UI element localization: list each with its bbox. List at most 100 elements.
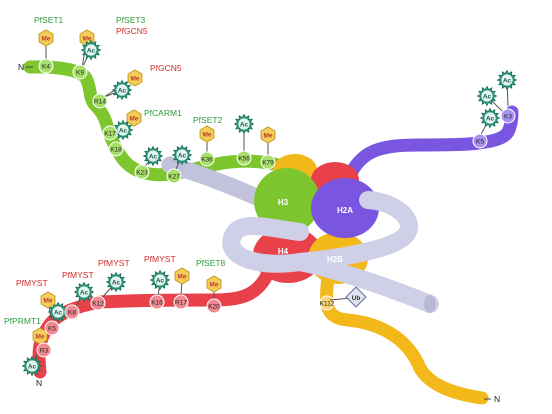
modification-marks: MeK4MeAcK9MeAcR14MeAcK17K18AcK23AcK27MeK… [21,29,518,377]
residue-label-h4-r17: R17 [175,299,187,306]
h3-r14-me-label: Me [130,75,139,82]
h3-r14-ac-label: Ac [118,87,127,94]
residue-h4-k8 [64,304,80,320]
h4-r17-me-marker [174,267,190,285]
h3-k36-me-marker [199,125,215,143]
h4-k5-me-marker [40,291,56,309]
enzyme-pfset1: PfSET1 [34,15,64,25]
h2a-k3-ac1-label: Ac [483,93,492,100]
h4-k16-ac-label: Ac [156,277,165,284]
h3-n-terminus: N [18,62,24,72]
residue-label-h3-k9: K9 [76,69,84,76]
h4-k12-ac-label: Ac [112,279,121,286]
h2a-core-blob [311,178,379,238]
enzyme-pfmyst-2: PfMYST [62,270,94,280]
residue-h3-k23 [134,164,150,180]
residue-label-h4-r3: R3 [40,347,49,354]
residue-h3-k9 [72,64,88,80]
h3-k79-me-label: Me [263,132,272,139]
residue-label-h3-k17: K17 [104,130,116,137]
residue-h4-r3 [36,342,52,358]
residue-h2a-k3 [500,108,516,124]
residue-h3-k27 [166,168,182,184]
residue-h3-k56 [236,150,252,166]
h4-k5-ac-core [52,306,64,318]
h4-k20-me-marker [206,275,222,293]
h3-k9-ac-label: Ac [87,47,96,54]
residue-label-h3-k23: K23 [136,169,148,176]
h3-r14-ac-core [116,84,128,96]
h3-k17-ac-label: Ac [119,127,128,134]
h3-k9-ac-core [85,44,97,56]
residue-h4-k5 [44,320,60,336]
h4-r3-me-label: Me [35,333,44,340]
h2a-k3-ac2-label: Ac [503,77,512,84]
h3-k27-ac-label: Ac [178,152,187,159]
residue-label-h3-k18: K18 [110,146,122,153]
h3-k23-ac-core [147,150,159,162]
residue-h3-k17 [102,125,118,141]
residue-label-h4-k20: K20 [208,303,220,310]
h3-k17-me-marker [126,109,142,127]
residue-label-h4-k16: K16 [151,299,163,306]
h4-k8-ac-label: Ac [80,289,89,296]
ub-label: Ub [352,295,361,302]
h3-k79-me-marker [260,126,276,144]
h3-k4-me-label: Me [41,35,50,42]
residue-label-h3-k27: K27 [168,173,180,180]
h3-core-blob [254,168,320,234]
h4-r17-me-label: Me [177,273,186,280]
enzyme-labels: PfSET1 PfSET3 PfGCN5 PfGCN5 PfCARM1 PfSE… [4,15,226,326]
label-h4: H4 [278,247,289,256]
enzyme-pfprmt1: PfPRMT1 [4,316,41,326]
enzyme-pfmyst-3: PfMYST [98,258,130,268]
residue-h3-k4 [38,58,54,74]
residue-label-h2a-k5: K5 [476,138,484,145]
residue-label-h3-r14: R14 [94,98,106,105]
h4-k8-ac-core [78,286,90,298]
enzyme-pfset2: PfSET2 [193,115,223,125]
h3-k36-me-label: Me [202,131,211,138]
residue-label-h3-k36: K36 [201,156,213,163]
h4-k5-me-label: Me [43,297,52,304]
residue-label-h4-k8: K8 [68,309,76,316]
h4-k12-ac-core [110,276,122,288]
h3-k4-me-marker [38,29,54,47]
h2b-n-terminus: N [494,394,500,404]
residue-h3-r14 [92,93,108,109]
enzyme-pfgcn5-a: PfGCN5 [116,26,148,36]
residue-h4-k20 [206,298,222,314]
dna-end [424,295,436,313]
h3-r14-me-marker [127,69,143,87]
enzyme-pfset3: PfSET3 [116,15,146,25]
h4-r3-ac-label: Ac [28,363,37,370]
h4-r3-ac-core [26,360,38,372]
label-h2b: H2B [327,255,343,264]
h3-k56-ac-core [238,118,250,130]
h3-k17-ac-core [117,124,129,136]
h3-k56-ac-label: Ac [240,121,249,128]
h4-k16-ac-core [154,274,166,286]
h3-k23-ac-label: Ac [149,153,158,160]
residue-label-h3-k56: K56 [238,155,250,162]
residue-h3-k18 [108,141,124,157]
enzyme-pfgcn5-b: PfGCN5 [150,63,182,73]
h3-k27-ac-core [176,149,188,161]
residue-label-h3-k79: K79 [262,159,274,166]
ub-marker [345,286,367,308]
h4-n-terminus: N [36,378,42,388]
enzyme-pfset8: PfSET8 [196,258,226,268]
residue-h3-k79 [260,154,276,170]
residue-h3-k36 [199,151,215,167]
h3-k9-me-label: Me [82,35,91,42]
residue-h4-k12 [90,295,106,311]
h2a-k5-ac-core [484,112,496,124]
h4-k5-ac-label: Ac [54,309,63,316]
h2a-k3-ac1-core [481,90,493,102]
enzyme-pfmyst-1: PfMYST [16,278,48,288]
residue-label-h2b-k112: K112 [320,300,335,307]
enzyme-pfcarm1: PfCARM1 [144,108,182,118]
enzyme-pfmyst-4: PfMYST [144,254,176,264]
label-h2a: H2A [337,206,353,215]
